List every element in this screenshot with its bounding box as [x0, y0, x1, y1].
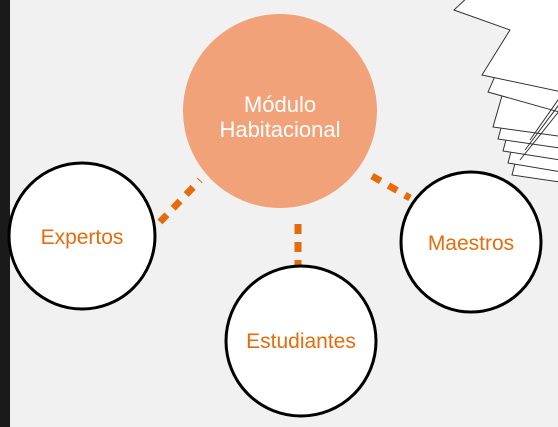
connector-right [370, 172, 412, 202]
left-edge-bar [0, 0, 10, 427]
node-modulo-habitacional [183, 14, 377, 208]
node-estudiantes [224, 264, 378, 418]
node-expertos [7, 161, 157, 311]
center-node-line1: Módulo [243, 92, 317, 117]
page-hatching [519, 99, 558, 161]
node-maestros-label: Maestros [427, 232, 515, 255]
node-estudiantes-label: Estudiantes [246, 330, 356, 353]
node-maestros [399, 170, 543, 314]
center-node-label: Módulo Habitacional [182, 92, 378, 143]
node-expertos-label: Expertos [40, 226, 124, 249]
connector-left [157, 177, 203, 225]
stacked-pages-decoration [453, 0, 558, 183]
center-node-line2: Habitacional [219, 117, 341, 143]
